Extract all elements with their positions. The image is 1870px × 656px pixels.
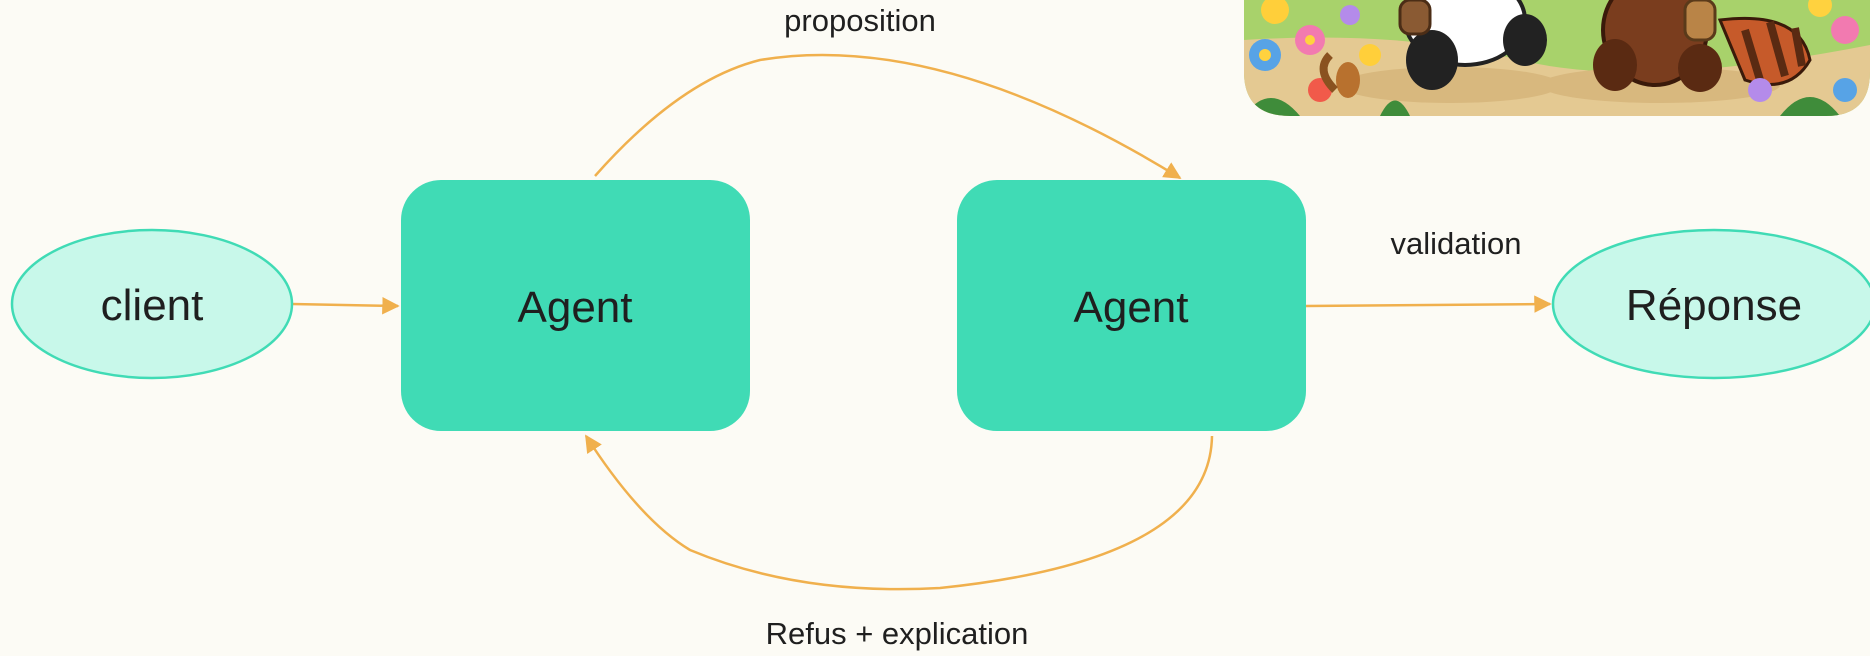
node-agent-left: Agent	[401, 180, 750, 431]
edge-refusal	[584, 434, 1214, 591]
edge-validation	[1305, 295, 1552, 313]
node-agent-right: Agent	[957, 180, 1306, 431]
illustration	[1244, 0, 1870, 116]
squirrel-icon	[1319, 52, 1360, 98]
node-response-label: Réponse	[1626, 281, 1802, 330]
flowers-icon	[1249, 0, 1859, 102]
edge-label-validation: validation	[1391, 226, 1522, 261]
node-agent-right-label: Agent	[1074, 283, 1189, 332]
edge-label-proposition: proposition	[784, 3, 936, 38]
node-client-label: client	[101, 281, 204, 330]
node-response: Réponse	[1551, 228, 1870, 380]
edge-proposition	[594, 53, 1182, 180]
edges	[291, 53, 1552, 591]
panda-icon	[1398, 0, 1547, 90]
edge-label-refusal: Refus + explication	[766, 616, 1029, 651]
node-agent-left-label: Agent	[518, 283, 633, 332]
node-client: client	[10, 228, 294, 380]
edge-client-to-agent	[291, 296, 400, 315]
red-panda-icon	[1593, 0, 1812, 92]
